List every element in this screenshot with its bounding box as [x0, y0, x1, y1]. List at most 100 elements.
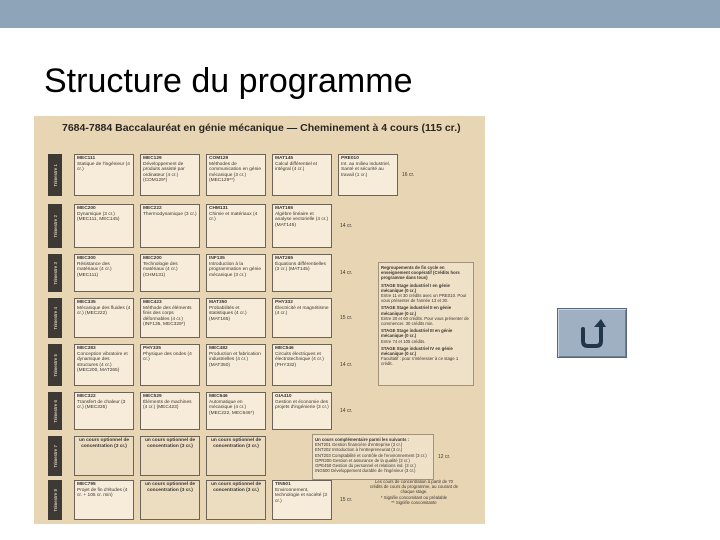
course-description: Projet de fin d'études (4 cr. + 105 cr. … — [77, 487, 128, 499]
slide-top-bar — [0, 0, 720, 28]
semester-credits: 14 cr. — [340, 408, 353, 414]
course-description: Conception vibratoire et dynamique des s… — [77, 351, 128, 374]
course-description: Thermodynamique (3 cr.) — [143, 211, 197, 217]
course-description: Production et fabrication industrielles … — [209, 351, 261, 368]
semester-tab: Trimestre 7 — [48, 436, 62, 476]
semester-credits: 15 cr. — [340, 315, 353, 321]
complementary-course-item: ENT201 Gestion financière d'entreprise (… — [315, 442, 403, 448]
program-structure-scan: 7684-7884 Baccalauréat en génie mécaniqu… — [34, 116, 485, 524]
course-description: Chimie et matériaux (4 cr.) — [209, 211, 258, 223]
course-code: TIN501 — [275, 482, 291, 487]
course-description: Calcul différentiel et intégral (4 cr.) — [275, 161, 318, 173]
course-code: MEC546 — [275, 346, 294, 351]
course-description: Développement de produits assisté par or… — [143, 161, 185, 184]
course-code: MEC529 — [143, 394, 162, 399]
course-description: Méthode des éléments finis des corps déf… — [143, 305, 192, 328]
course-description: un cours optionnel de concentration (3 c… — [210, 482, 262, 493]
course-description: Électricité et magnétisme (4 cr.) — [275, 305, 329, 317]
slide-title: Structure du programme — [44, 62, 413, 100]
course-description: Probabilités et statistiques (4 cr.) (MA… — [209, 305, 247, 322]
course-description: Éléments de machines (4 cr.) (MEC423) — [143, 399, 192, 411]
coop-note: STAGE Stage industriel III en génie méca… — [381, 328, 453, 344]
course-description: Environnement, technologie et société (3… — [275, 487, 327, 504]
course-description: Équations différentielles (3 cr.) (MAT14… — [275, 261, 326, 273]
course-description: Transfert de chaleur (3 cr.) (MEC335) — [77, 399, 126, 411]
complementary-courses-panel: Un cours complémentaire parmi les suivan… — [312, 434, 434, 480]
course-description: Algèbre linéaire et analyse vectorielle … — [275, 211, 329, 228]
course-code: MEC111 — [77, 156, 96, 161]
course-code: INF135 — [209, 256, 225, 261]
course-description: Mécanique des fluides (4 cr.) (MEC222) — [77, 305, 131, 317]
course-code: MEC646 — [209, 394, 228, 399]
return-button[interactable] — [557, 308, 627, 358]
course-code: MEC300 — [77, 256, 96, 261]
coop-note: STAGE Stage industriel I en génie mécani… — [381, 282, 467, 304]
course-box: un cours optionnel de concentration (3 c… — [206, 480, 266, 520]
complementary-course-item: ING500 Développement durable de l'ingéni… — [315, 468, 416, 474]
course-description: Introduction à la programmation en génie… — [209, 261, 261, 278]
course-box: un cours optionnel de concentration (3 c… — [206, 436, 266, 476]
course-box: un cours optionnel de concentration (3 c… — [140, 480, 200, 520]
legend-line: ** Signifie concomitante — [391, 499, 437, 505]
complementary-course-item: ENT202 Introduction à l'entrepreneuriat … — [315, 447, 403, 453]
semester-tab: Trimestre 2 — [48, 204, 62, 248]
course-description: Résistance des matériaux (4 cr.) (MEC111… — [77, 261, 112, 278]
course-code: MEC423 — [143, 300, 162, 305]
course-code: MEC129 — [143, 156, 162, 161]
course-code: PHY332 — [275, 300, 293, 305]
course-description: Int. au milieu industriel, Santé et sécu… — [341, 161, 391, 178]
course-code: CHM131 — [209, 206, 228, 211]
course-description: Technologie des matériaux (4 cr.) (CHM13… — [143, 261, 178, 278]
course-code: MEC200 — [77, 206, 96, 211]
course-box: un cours optionnel de concentration (3 c… — [140, 436, 200, 476]
legend-line: Les cours de concentration à partir de 7… — [369, 479, 459, 495]
course-description: un cours optionnel de concentration (3 c… — [144, 438, 196, 449]
complementary-title: Un cours complémentaire parmi les suivan… — [315, 437, 410, 442]
coop-note: STAGE Stage industriel II en génie mécan… — [381, 305, 469, 327]
course-code: MAT350 — [209, 300, 228, 305]
legend-panel: Les cours de concentration à partir de 7… — [369, 479, 459, 519]
course-description: Circuits électriques et électrotechnique… — [275, 351, 324, 368]
semester-tab: Trimestre 3 — [48, 254, 62, 292]
course-description: un cours optionnel de concentration (3 c… — [144, 482, 196, 493]
course-code: MEC482 — [209, 346, 228, 351]
course-code: GIA410 — [275, 394, 292, 399]
u-turn-arrow-icon — [581, 319, 606, 348]
course-code: MEC222 — [143, 206, 162, 211]
complementary-course-item: GPR300 Gestion et assurance de la qualit… — [315, 457, 410, 463]
course-code: MAT165 — [275, 206, 294, 211]
course-code: MEC383 — [77, 346, 96, 351]
semester-tab: Trimestre 6 — [48, 392, 62, 430]
course-code: PHY335 — [143, 346, 161, 351]
semester-credits: 14 cr. — [340, 223, 353, 229]
course-code: MEC322 — [77, 394, 96, 399]
semester-tab: Trimestre 8 — [48, 480, 62, 520]
course-code: MAT265 — [275, 256, 294, 261]
semester-tab: Trimestre 4 — [48, 298, 62, 338]
course-box: un cours optionnel de concentration (3 c… — [74, 436, 134, 476]
course-code: MAT145 — [275, 156, 294, 161]
semester-credits: 15 cr. — [340, 497, 353, 503]
semester-tab: Trimestre 5 — [48, 344, 62, 386]
